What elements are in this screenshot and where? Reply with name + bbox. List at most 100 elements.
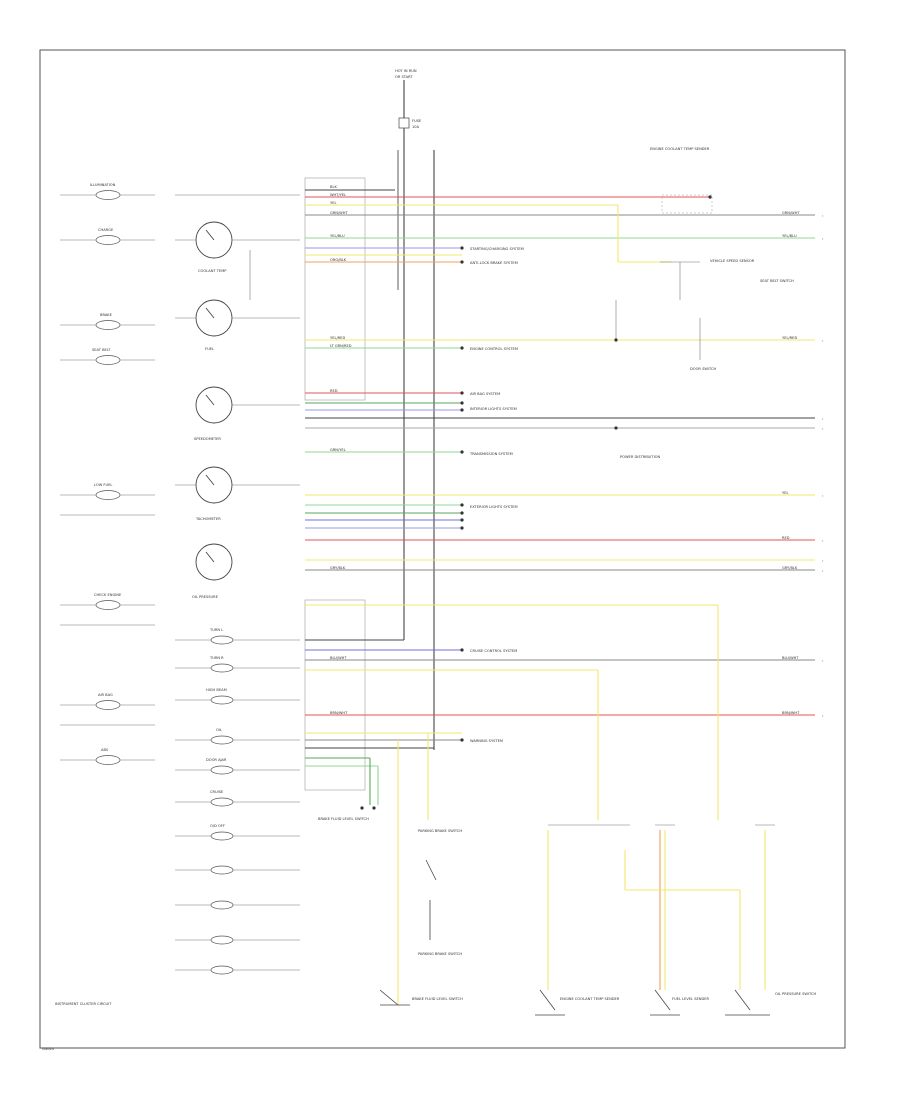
lamp-abs: ABS bbox=[60, 748, 155, 765]
lamp-brake: BRAKE bbox=[60, 313, 155, 330]
sender-fuel: FUEL LEVEL SENDER bbox=[650, 989, 710, 1016]
power-label-4: 10A bbox=[412, 125, 420, 129]
svg-text:YEL: YEL bbox=[330, 201, 336, 205]
svg-text:DOOR AJAR: DOOR AJAR bbox=[206, 758, 227, 762]
svg-text:ENGINE CONTROL SYSTEM: ENGINE CONTROL SYSTEM bbox=[470, 347, 518, 351]
sender-coolant: ENGINE COOLANT TEMP SENDER bbox=[535, 989, 620, 1016]
svg-text:›: › bbox=[822, 417, 824, 421]
footer-code: G4044 bbox=[42, 1047, 55, 1051]
svg-text:BRN/WHT: BRN/WHT bbox=[782, 711, 800, 715]
lamp-check-engine: CHECK ENGINE bbox=[60, 593, 155, 626]
middle-lamps: TURN L TURN R HIGH BEAM OIL DOOR AJAR CR… bbox=[175, 628, 300, 975]
svg-text:GRY/BLK: GRY/BLK bbox=[782, 566, 798, 570]
svg-text:›: › bbox=[822, 339, 824, 343]
svg-text:RED: RED bbox=[330, 389, 338, 393]
svg-text:POWER DISTRIBUTION: POWER DISTRIBUTION bbox=[620, 455, 660, 459]
svg-text:›: › bbox=[822, 559, 824, 563]
svg-text:YEL: YEL bbox=[782, 491, 788, 495]
svg-text:ENGINE COOLANT TEMP SENDER: ENGINE COOLANT TEMP SENDER bbox=[560, 997, 620, 1001]
svg-text:›: › bbox=[822, 494, 824, 498]
switch-parking-brake: PARKING BRAKE SWITCH bbox=[418, 859, 462, 956]
svg-text:INTERIOR LIGHTS SYSTEM: INTERIOR LIGHTS SYSTEM bbox=[470, 407, 517, 411]
cluster-connector-a bbox=[304, 177, 366, 401]
svg-text:›: › bbox=[822, 214, 824, 218]
power-label-1: HOT IN RUN bbox=[395, 69, 417, 73]
cluster-connector-b bbox=[304, 599, 366, 791]
power-label-2: OR START bbox=[395, 75, 413, 79]
svg-text:PARKING BRAKE SWITCH: PARKING BRAKE SWITCH bbox=[418, 829, 462, 833]
svg-text:ABS: ABS bbox=[101, 748, 109, 752]
svg-text:›: › bbox=[822, 237, 824, 241]
svg-text:›: › bbox=[822, 539, 824, 543]
svg-text:TURN R: TURN R bbox=[209, 656, 224, 660]
svg-text:COOLANT TEMP: COOLANT TEMP bbox=[198, 269, 227, 273]
svg-text:YEL/BLU: YEL/BLU bbox=[330, 234, 345, 238]
svg-text:ANTI-LOCK BRAKE SYSTEM: ANTI-LOCK BRAKE SYSTEM bbox=[470, 261, 518, 265]
wire-color-labels: BLK WHT/YEL YEL GRN/WHT YEL/BLU ORG/BLK … bbox=[330, 185, 800, 715]
lamp-seat-belt: SEAT BELT bbox=[60, 348, 155, 365]
lamp-door-ajar: DOOR AJAR bbox=[175, 758, 300, 775]
svg-text:GRN/WHT: GRN/WHT bbox=[782, 211, 800, 215]
power-label-3: FUSE bbox=[412, 119, 422, 123]
svg-text:CRUISE: CRUISE bbox=[210, 790, 224, 794]
svg-text:ORG/BLK: ORG/BLK bbox=[330, 258, 347, 262]
svg-text:O/D OFF: O/D OFF bbox=[210, 824, 225, 828]
svg-text:FUEL LEVEL SENDER: FUEL LEVEL SENDER bbox=[672, 997, 710, 1001]
gauges: COOLANT TEMP FUEL SPEEDOMETER TACHOMETER… bbox=[192, 221, 233, 599]
lamp-charge: CHARGE bbox=[60, 228, 155, 245]
upper-right-components: ENGINE COOLANT TEMP SENDER VEHICLE SPEED… bbox=[650, 147, 794, 371]
vertical-wires bbox=[369, 205, 775, 1005]
svg-text:TRANSMISSION SYSTEM: TRANSMISSION SYSTEM bbox=[469, 452, 513, 456]
lamp-od-off: O/D OFF bbox=[175, 824, 300, 841]
svg-text:STARTING/CHARGING SYSTEM: STARTING/CHARGING SYSTEM bbox=[470, 247, 524, 251]
svg-text:OIL PRESSURE SWITCH: OIL PRESSURE SWITCH bbox=[775, 992, 816, 996]
lower-components: BRAKE FLUID LEVEL SWITCH PARKING BRAKE S… bbox=[318, 817, 816, 1016]
svg-text:EXTERIOR LIGHTS SYSTEM: EXTERIOR LIGHTS SYSTEM bbox=[470, 505, 518, 509]
svg-text:ILLUMINATION: ILLUMINATION bbox=[90, 183, 116, 187]
svg-text:›: › bbox=[822, 659, 824, 663]
left-lamps: ILLUMINATION CHARGE BRAKE SEAT BELT LOW … bbox=[60, 183, 155, 765]
svg-text:LT GRN/RED: LT GRN/RED bbox=[330, 344, 352, 348]
wire-group bbox=[305, 189, 815, 767]
svg-text:OIL PRESSURE: OIL PRESSURE bbox=[192, 595, 219, 599]
right-edge-markers: › › › › › › › › › › › bbox=[822, 214, 824, 718]
svg-text:HIGH BEAM: HIGH BEAM bbox=[206, 688, 227, 692]
svg-text:WARNING SYSTEM: WARNING SYSTEM bbox=[470, 739, 503, 743]
svg-text:›: › bbox=[822, 427, 824, 431]
svg-text:CHECK ENGINE: CHECK ENGINE bbox=[94, 593, 122, 597]
svg-text:ENGINE COOLANT TEMP SENDER: ENGINE COOLANT TEMP SENDER bbox=[650, 147, 710, 151]
gauge-leads bbox=[175, 194, 300, 486]
svg-text:DOOR SWITCH: DOOR SWITCH bbox=[690, 367, 716, 371]
lamp-turn-r: TURN R bbox=[175, 656, 300, 673]
svg-text:GRN/WHT: GRN/WHT bbox=[330, 211, 348, 215]
lamp-row-extra bbox=[175, 865, 300, 975]
svg-text:›: › bbox=[822, 569, 824, 573]
svg-text:BLU/WHT: BLU/WHT bbox=[782, 656, 799, 660]
svg-text:AIR BAG SYSTEM: AIR BAG SYSTEM bbox=[470, 392, 500, 396]
fuse-icon bbox=[398, 117, 410, 129]
gauge-oil-pressure: OIL PRESSURE bbox=[192, 543, 233, 599]
svg-text:SPEEDOMETER: SPEEDOMETER bbox=[194, 437, 221, 441]
lamp-turn-l: TURN L bbox=[175, 628, 300, 645]
lamp-high-beam: HIGH BEAM bbox=[175, 688, 300, 705]
svg-text:CRUISE CONTROL SYSTEM: CRUISE CONTROL SYSTEM bbox=[470, 649, 517, 653]
svg-text:TURN L: TURN L bbox=[209, 628, 223, 632]
svg-text:WHT/YEL: WHT/YEL bbox=[330, 193, 346, 197]
svg-text:OIL: OIL bbox=[216, 728, 222, 732]
diagram-frame bbox=[39, 49, 846, 1049]
lamp-low-fuel: LOW FUEL bbox=[60, 483, 155, 516]
lamp-oil: OIL bbox=[175, 728, 300, 745]
svg-text:AIR BAG: AIR BAG bbox=[98, 693, 113, 697]
svg-text:YEL/RED: YEL/RED bbox=[330, 336, 345, 340]
svg-text:›: › bbox=[822, 714, 824, 718]
svg-text:BRAKE FLUID LEVEL SWITCH: BRAKE FLUID LEVEL SWITCH bbox=[412, 997, 463, 1001]
svg-text:TACHOMETER: TACHOMETER bbox=[195, 517, 221, 521]
svg-text:VEHICLE SPEED SENSOR: VEHICLE SPEED SENSOR bbox=[710, 259, 755, 263]
svg-text:BRAKE FLUID LEVEL SWITCH: BRAKE FLUID LEVEL SWITCH bbox=[318, 817, 369, 821]
svg-text:BRN/WHT: BRN/WHT bbox=[330, 711, 348, 715]
diagram-title: INSTRUMENT CLUSTER CIRCUIT bbox=[55, 1002, 112, 1006]
svg-text:BRAKE: BRAKE bbox=[100, 313, 113, 317]
svg-text:CHARGE: CHARGE bbox=[98, 228, 114, 232]
svg-text:SEAT BELT: SEAT BELT bbox=[92, 348, 111, 352]
lamp-illumination: ILLUMINATION bbox=[60, 183, 155, 200]
